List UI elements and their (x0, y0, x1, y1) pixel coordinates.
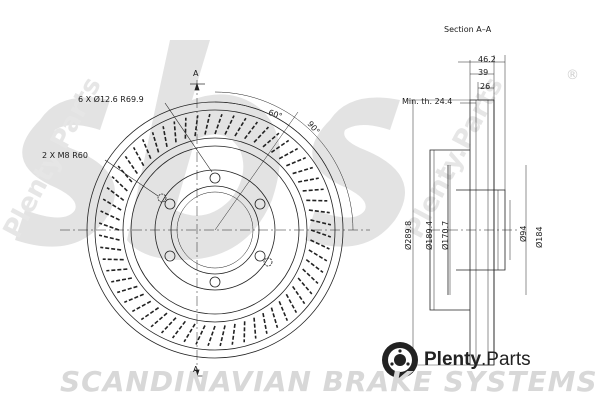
vent-slot (244, 121, 259, 140)
vent-slot (278, 301, 289, 322)
vent-slot (297, 277, 313, 295)
min-thickness-label: Min. th. 24.4 (402, 97, 453, 106)
vent-slot (106, 268, 128, 272)
bolt-hole (164, 250, 176, 262)
vent-slot (106, 186, 125, 201)
plenty-logo-text: Plenty.Parts (424, 349, 531, 370)
vent-slot (160, 317, 177, 334)
vent-slot (171, 320, 186, 339)
vent-slot (123, 293, 144, 304)
vent-slot (308, 209, 330, 214)
vent-slot (308, 249, 328, 262)
vent-slot (100, 246, 122, 251)
disc-front-view (60, 80, 370, 378)
vent-slot (207, 325, 216, 347)
vent-slot (195, 325, 206, 345)
vent-slot (183, 323, 196, 343)
vent-slot (124, 155, 138, 175)
vent-slot (111, 175, 128, 192)
plenty-parts-logo: Plenty.Parts (424, 338, 531, 382)
vent-slot (141, 138, 152, 159)
bolt-hole (254, 250, 266, 262)
vent-slot (162, 126, 168, 148)
section-mark-bottom: A (193, 365, 199, 374)
vent-slot (253, 126, 270, 143)
vent-slot (132, 146, 145, 167)
vent-slot (117, 165, 133, 183)
vent-slot (224, 115, 235, 135)
bolt-holes (164, 172, 266, 288)
vent-slot (310, 239, 330, 250)
vent-slot (98, 234, 120, 241)
registered-mark: ® (566, 68, 579, 83)
vent-slot (98, 222, 120, 231)
vent-slot (140, 307, 160, 321)
section-title: Section A–A (444, 25, 492, 34)
vent-slot (310, 219, 332, 226)
vent-slot (292, 285, 306, 305)
bolt-hole (254, 198, 266, 210)
vent-slot (285, 293, 298, 314)
dim-289-8: Ø289.8 (404, 220, 413, 250)
dim-26: 26 (480, 82, 491, 91)
vent-slot (173, 121, 177, 143)
vent-slot (219, 325, 226, 347)
vent-pattern (98, 113, 332, 347)
vent-slot (194, 115, 199, 137)
dim-46-2: 46.2 (478, 55, 496, 64)
brand-watermark-text: SCANDINAVIAN BRAKE SYSTEMS (60, 365, 598, 398)
vent-slot (270, 139, 290, 153)
vent-slot (262, 132, 280, 148)
vent-slot (102, 198, 122, 211)
vent-slot (310, 229, 332, 238)
vent-slot (302, 268, 319, 285)
vent-slot (305, 259, 324, 274)
dim-39: 39 (478, 68, 489, 77)
vent-slot (214, 113, 223, 135)
vent-slot (204, 113, 211, 135)
vent-slot (131, 300, 152, 313)
vent-slot (302, 188, 324, 192)
threaded-holes-label: 2 X M8 R60 (42, 151, 88, 160)
vent-slot (111, 277, 133, 283)
bolt-hole (209, 276, 221, 288)
vent-slot (292, 166, 313, 175)
vent-slot (234, 117, 247, 137)
vent-slot (117, 285, 138, 294)
bolt-holes-label: 6 X Ø12.6 R69.9 (78, 95, 144, 104)
vent-slot (231, 323, 236, 345)
dim-170-7: Ø170.7 (441, 220, 450, 250)
dim-184: Ø184 (535, 226, 544, 248)
plenty-logo-icon (382, 342, 418, 378)
bolt-hole (164, 198, 176, 210)
vent-slot (253, 317, 257, 339)
vent-slot (262, 312, 268, 334)
dim-189-4: Ø189.4 (425, 220, 434, 250)
vent-slot (150, 312, 168, 328)
vent-slot (286, 156, 307, 167)
vent-slot (151, 132, 160, 153)
vent-slot (278, 147, 299, 160)
disc-section-view (408, 55, 527, 366)
dim-94: Ø94 (519, 225, 528, 242)
vent-slot (270, 307, 279, 328)
vent-slot (100, 210, 120, 221)
vent-slot (297, 177, 319, 183)
section-mark-top: A (193, 69, 199, 78)
bolt-hole (209, 172, 221, 184)
